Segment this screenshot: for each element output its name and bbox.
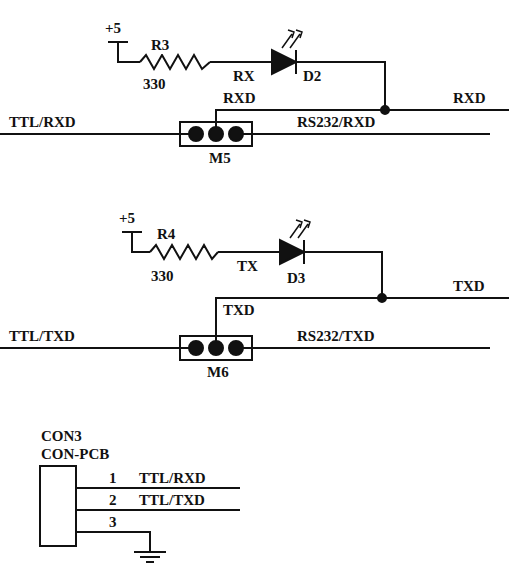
- wire: [218, 251, 280, 253]
- supply-label: +5: [118, 210, 136, 227]
- connector-symbol: [40, 466, 76, 546]
- part-name: R3: [150, 37, 170, 54]
- pin-number: 2: [108, 492, 118, 509]
- signal-name: RXD: [452, 90, 487, 107]
- wire: [210, 61, 272, 63]
- part-name: CON3: [40, 428, 83, 445]
- signal-name: TTL/RXD: [138, 470, 207, 487]
- signal-name: RX: [232, 68, 256, 85]
- signal-name: TXD: [222, 302, 256, 319]
- part-name: M6: [206, 364, 230, 381]
- jumper-symbol: [180, 122, 252, 146]
- resistor-symbol: [140, 55, 210, 69]
- wire: [0, 347, 490, 349]
- supply-wire: [122, 232, 150, 252]
- signal-name: RS232/RXD: [296, 114, 376, 131]
- supply-label: +5: [104, 20, 122, 37]
- wire: [0, 133, 490, 135]
- signal-name: TTL/RXD: [8, 114, 77, 131]
- signal-name: RS232/TXD: [296, 328, 376, 345]
- led-symbol: [272, 50, 296, 74]
- signal-name: RXD: [222, 90, 257, 107]
- junction-dot: [381, 106, 389, 114]
- signal-name: TTL/TXD: [8, 328, 76, 345]
- part-name: R4: [156, 226, 176, 243]
- led-light-arrows: [282, 30, 302, 48]
- jumper-pin: [189, 127, 203, 141]
- part-name: D2: [302, 68, 322, 85]
- led-symbol: [280, 240, 304, 264]
- jumper-pin: [209, 341, 223, 355]
- ground-symbol: [134, 552, 166, 562]
- signal-name: TXD: [452, 278, 486, 295]
- part-value: 330: [150, 268, 175, 285]
- resistor-symbol: [150, 245, 218, 259]
- jumper-pin: [229, 127, 243, 141]
- led-light-arrows: [290, 220, 310, 238]
- supply-wire: [108, 42, 140, 62]
- connector-wire: [76, 488, 240, 552]
- pin-number: 1: [108, 470, 118, 487]
- part-name: M5: [208, 150, 232, 167]
- jumper-pin: [209, 127, 223, 141]
- pin-number: 3: [108, 514, 118, 531]
- signal-name: TX: [236, 258, 259, 275]
- junction-dot: [378, 294, 386, 302]
- jumper-symbol: [180, 336, 252, 360]
- part-value: CON-PCB: [40, 446, 110, 463]
- jumper-pin: [189, 341, 203, 355]
- signal-name: TTL/TXD: [138, 492, 206, 509]
- part-value: 330: [142, 76, 167, 93]
- jumper-pin: [229, 341, 243, 355]
- part-name: D3: [286, 270, 306, 287]
